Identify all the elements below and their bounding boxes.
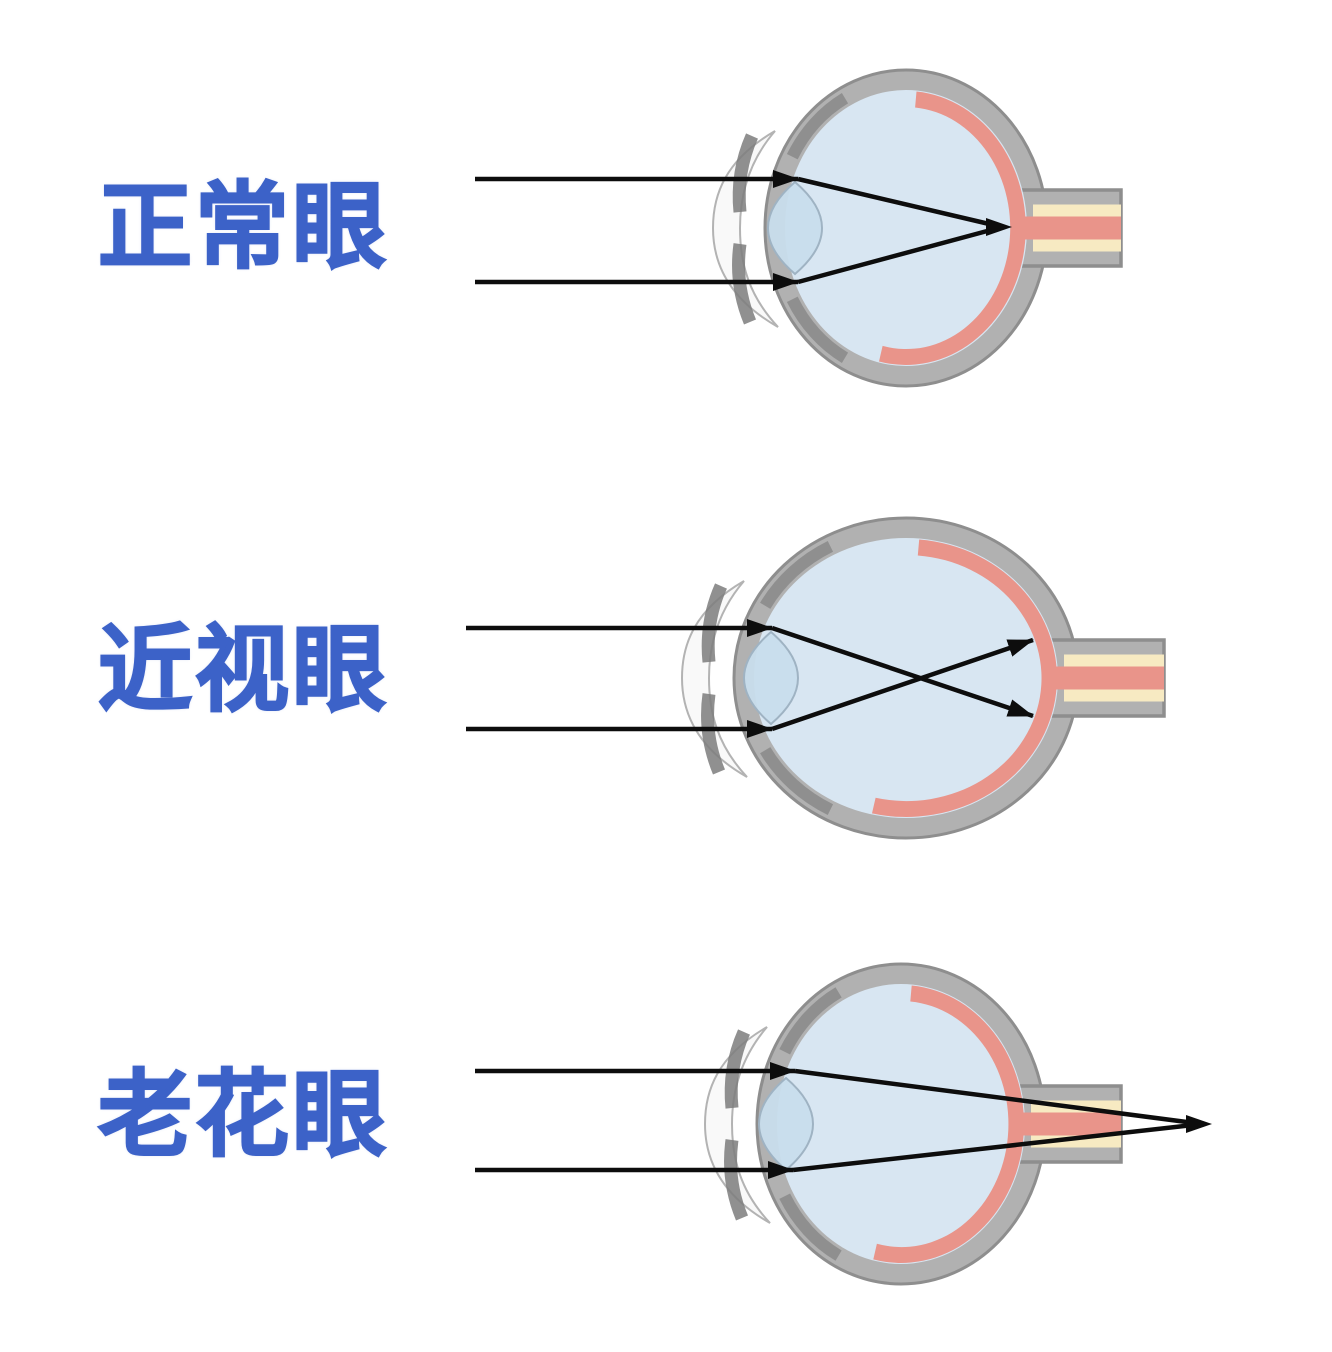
myopic-eye-eyeball [680, 516, 1166, 840]
ciliary-lower [779, 1193, 842, 1261]
iris-lower [724, 1139, 749, 1221]
ciliary-lower [786, 296, 849, 363]
nerve-core [1012, 216, 1121, 240]
ciliary-upper [779, 987, 842, 1055]
iris-lower [701, 693, 726, 775]
label-myopic-eye: 近视眼 [97, 617, 390, 722]
nerve-core [1010, 1112, 1121, 1136]
nerve-sheath-top [1064, 654, 1164, 667]
presbyopic-eye-illustration [475, 962, 1212, 1286]
vitreous [777, 984, 1025, 1264]
ciliary-lower [760, 747, 834, 815]
label-presbyopic-eye: 老花眼 [97, 1062, 390, 1167]
refracted-ray-top [771, 625, 1034, 719]
normal-eye-eyeball [711, 68, 1123, 388]
nerve-core [1043, 666, 1164, 690]
refracted-ray-top [794, 1068, 1203, 1127]
myopic-eye-light-rays [466, 619, 1034, 738]
nerve-sheath-top [1033, 204, 1121, 217]
iris-upper [701, 583, 727, 663]
focus-arrowhead [986, 218, 1012, 236]
refracted-ray-bottom [792, 1121, 1203, 1173]
focus-arrowhead [1186, 1115, 1212, 1133]
label-normal-eye: 正常眼 [97, 174, 390, 279]
presbyopic-eye-light-rays [475, 1062, 1212, 1179]
vitreous [754, 538, 1058, 818]
presbyopic-eye-eyeball [703, 962, 1123, 1286]
iris-upper [732, 133, 758, 213]
ciliary-upper [760, 541, 834, 609]
normal-eye-illustration [475, 68, 1123, 388]
refracted-ray-top [797, 176, 1003, 230]
nerve-sheath-bottom [1033, 239, 1121, 252]
ciliary-upper [786, 93, 849, 160]
normal-eye-light-rays [475, 170, 1012, 291]
refracted-ray-bottom [797, 224, 1003, 285]
refracted-ray-bottom [771, 637, 1034, 732]
myopic-eye-illustration [466, 516, 1166, 840]
nerve-sheath-bottom [1064, 689, 1164, 702]
vitreous [785, 90, 1027, 366]
